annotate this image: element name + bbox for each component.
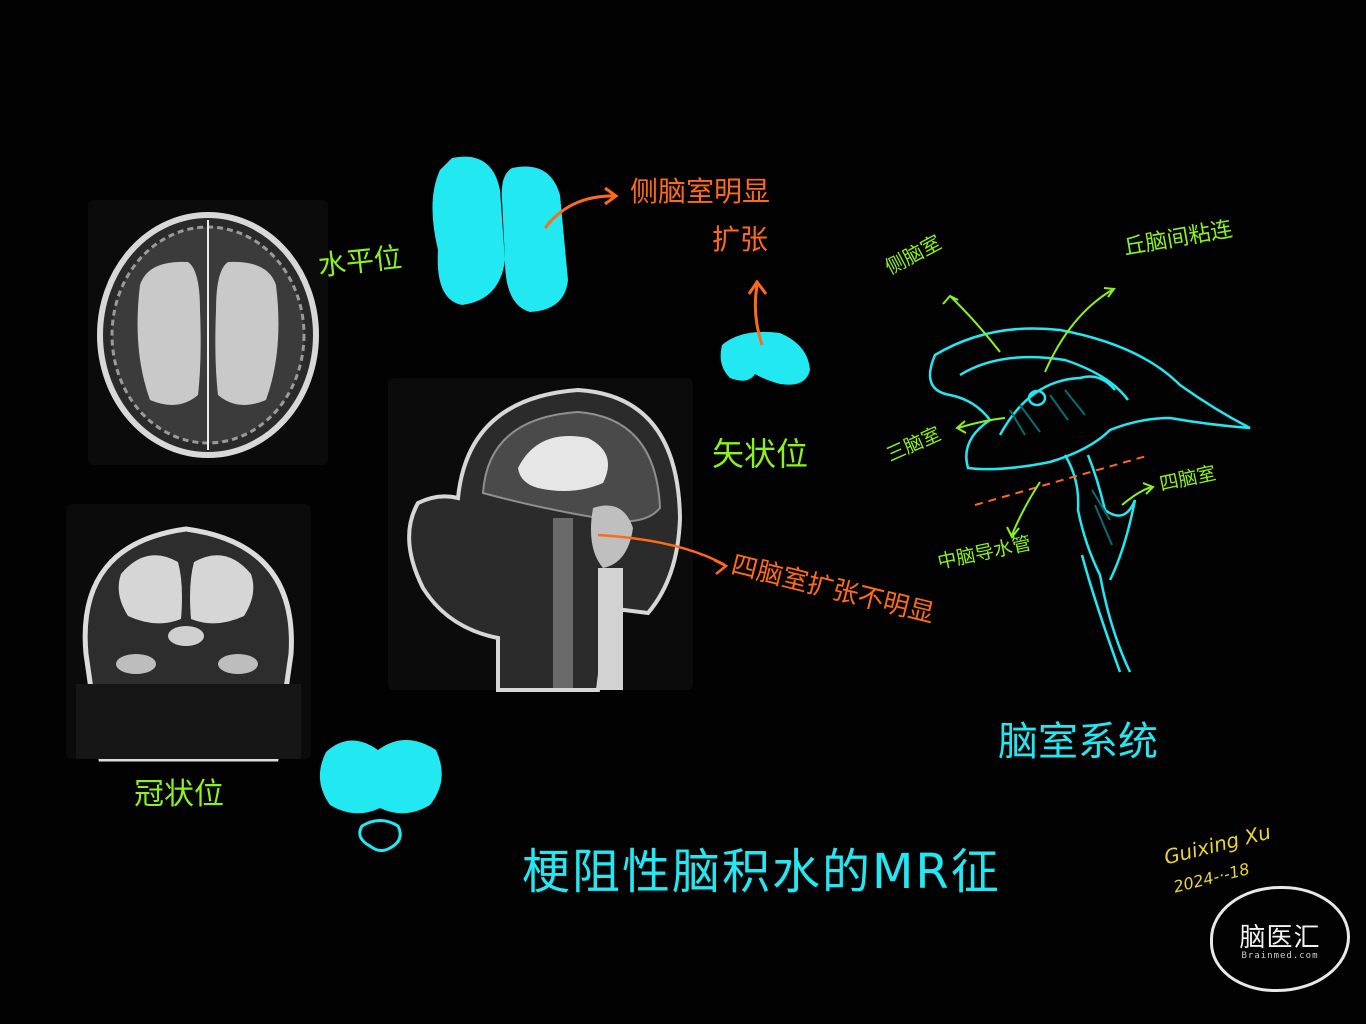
ventricular-system-title: 脑室系统 [998,719,1158,765]
arrow-head [747,279,768,295]
sagittal-view-label: 矢状位 [712,435,809,473]
sagittal-mri-image [388,378,693,692]
axial-mri-drawing [97,212,319,458]
ventricular-system-hatching [1009,389,1113,546]
brainmed-watermark-logo: 脑医汇 Brainmed.com [1210,886,1350,992]
arrow-to-fourth-ventricle-note [597,533,726,567]
axial-view-label: 水平位 [316,240,404,283]
lateral-ventricle-dilated-note-line1: 侧脑室明显 [630,175,771,208]
sagittal-mri-drawing [407,387,683,692]
page-title: 梗阻性脑积水的MR征 [522,844,1001,900]
coronal-mri-drawing [76,526,301,762]
diagram-label-arrows [942,287,1155,539]
watermark-url: Brainmed.com [1241,951,1319,961]
coronal-ventricle-silhouette [319,740,442,814]
watermark-name: 脑医汇 [1239,923,1321,953]
coronal-third-ventricle-outline [358,819,402,853]
lateral-ventricle-dilated-note-line2: 扩张 [712,223,769,256]
coronal-mri-image [66,504,311,762]
sagittal-ventricle-silhouette [720,331,810,385]
arrow-up-from-sagittal [753,284,764,346]
arrow-to-lateral-dilated [543,194,616,229]
dashed-level-line [974,454,1151,506]
axial-ventricle-silhouette [432,156,568,312]
axial-mri-image [88,200,328,465]
coronal-view-label: 冠状位 [134,777,224,812]
arrow-head [713,558,729,575]
ventricular-system-drawing [928,327,1251,673]
arrow-head [604,186,619,206]
